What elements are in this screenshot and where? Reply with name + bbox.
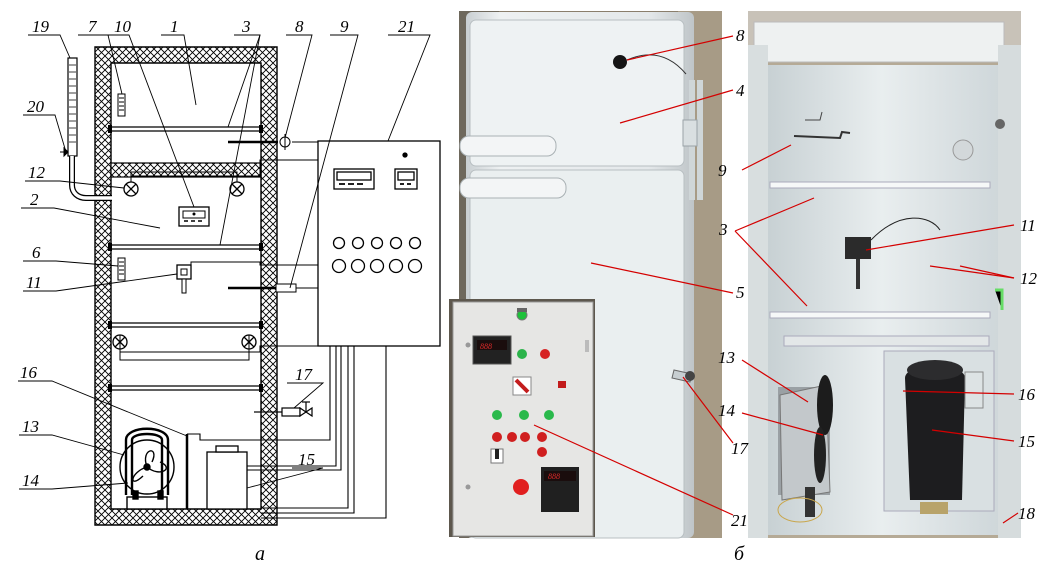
label-b-16: 16 — [1018, 385, 1036, 404]
label-a-11: 11 — [26, 273, 42, 292]
valve-17 — [254, 401, 313, 418]
label-a-15: 15 — [298, 450, 315, 469]
tank-15-16-photo — [883, 350, 995, 514]
svg-text:888: 888 — [548, 472, 560, 481]
label-b-9: 9 — [718, 161, 727, 180]
label-b-17: 17 — [731, 439, 750, 458]
photo-leader-lines — [533, 35, 1019, 524]
label-a-10: 10 — [114, 17, 132, 36]
shelf-lower-photo — [769, 311, 991, 319]
label-b-11: 11 — [1020, 216, 1036, 235]
photo-panel-b: 888 888 — [449, 11, 1038, 565]
heater-13-14-photo — [777, 375, 833, 523]
svg-text:888: 888 — [480, 342, 492, 351]
label-a-13: 13 — [22, 417, 39, 436]
probe-9 — [228, 283, 320, 293]
label-a-1: 1 — [170, 17, 179, 36]
sensor-8-photo — [613, 55, 627, 69]
label-b-15: 15 — [1018, 432, 1035, 451]
probe-8 — [228, 134, 320, 150]
valve-20 — [60, 146, 69, 158]
shelf-upper-photo — [769, 181, 991, 189]
caption-a: а — [255, 543, 265, 565]
photo-control-panel-21: 888 888 — [449, 299, 595, 537]
photo-labels: 8 4 5 17 21 9 3 11 12 13 14 16 15 18 б — [718, 26, 1038, 565]
label-a-12: 12 — [28, 163, 46, 182]
burette-19 — [67, 57, 112, 201]
label-b-13: 13 — [718, 348, 735, 367]
label-a-14: 14 — [22, 471, 40, 490]
heater-fan-13-14 — [119, 427, 175, 510]
schematic-labels: 19 7 10 1 3 8 9 21 20 12 2 6 11 16 17 13… — [20, 17, 415, 565]
label-b-5: 5 — [736, 283, 745, 302]
schematic-leader-lines — [18, 34, 431, 490]
label-b-8: 8 — [736, 26, 745, 45]
panel-connection-pipes — [187, 346, 387, 519]
cabinet-insulation-wall — [94, 46, 278, 526]
label-a-21: 21 — [398, 17, 415, 36]
label-a-6: 6 — [32, 243, 41, 262]
sensor-11-photo — [845, 237, 871, 259]
thermometer-7 — [117, 93, 126, 117]
sensor-11 — [176, 261, 320, 294]
label-a-16: 16 — [20, 363, 38, 382]
fan-wiring — [119, 159, 320, 361]
label-b-3: 3 — [718, 220, 728, 239]
fridge-handle — [459, 177, 567, 199]
label-b-21: 21 — [731, 511, 748, 530]
label-b-12: 12 — [1020, 269, 1038, 288]
label-a-17: 17 — [295, 365, 314, 384]
freezer-door-4 — [469, 19, 685, 167]
label-a-2: 2 — [30, 190, 39, 209]
photo-open-fridge — [748, 11, 1021, 538]
thermometer-6 — [117, 257, 126, 281]
water-tank-15 — [206, 445, 248, 510]
freezer-handle — [459, 135, 557, 157]
label-a-9: 9 — [340, 17, 349, 36]
label-b-14: 14 — [718, 401, 736, 420]
label-a-8: 8 — [295, 17, 304, 36]
schematic-panel-a: 19 7 10 1 3 8 9 21 20 12 2 6 11 16 17 13… — [18, 17, 441, 565]
fan-12-right — [229, 181, 245, 197]
compartment-divider — [110, 162, 262, 178]
label-b-18: 18 — [1018, 504, 1036, 523]
caption-b: б — [734, 543, 745, 565]
label-a-7: 7 — [88, 17, 98, 36]
fan-12-left — [123, 181, 139, 197]
label-b-4: 4 — [736, 81, 745, 100]
label-a-3: 3 — [241, 17, 251, 36]
label-a-19: 19 — [32, 17, 50, 36]
label-a-20: 20 — [27, 97, 45, 116]
control-panel-21-schematic — [317, 140, 441, 347]
shelves — [111, 126, 261, 391]
